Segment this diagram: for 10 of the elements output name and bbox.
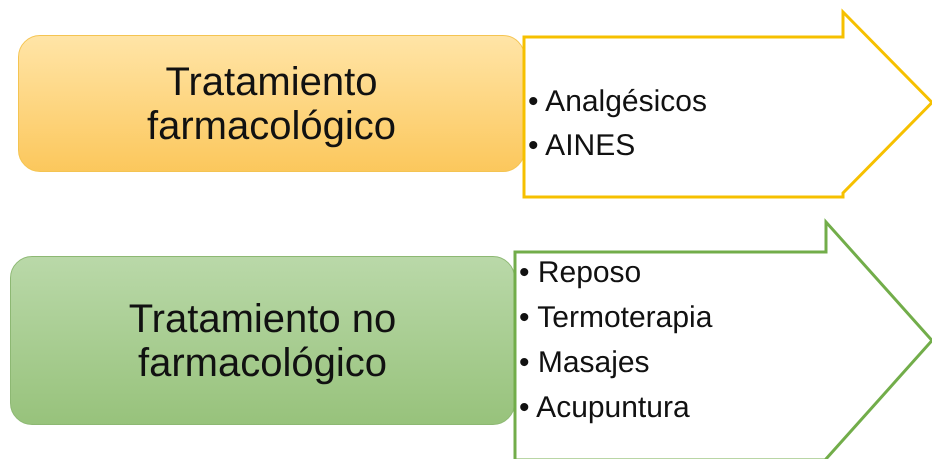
bullet-item: • Reposo <box>519 258 642 288</box>
bullet-item: • Masajes <box>519 348 651 378</box>
bullet-item: • Analgésicos <box>528 87 707 117</box>
box-title: Tratamiento farmacológico <box>146 60 397 148</box>
box-title: Tratamiento no farmacológico <box>128 296 398 384</box>
title-box <box>10 256 515 425</box>
bullet-item: • Acupuntura <box>519 393 691 423</box>
title-box <box>18 35 525 172</box>
bullet-item: • AINES <box>528 131 636 161</box>
bullet-item: • Termoterapia <box>519 303 712 333</box>
